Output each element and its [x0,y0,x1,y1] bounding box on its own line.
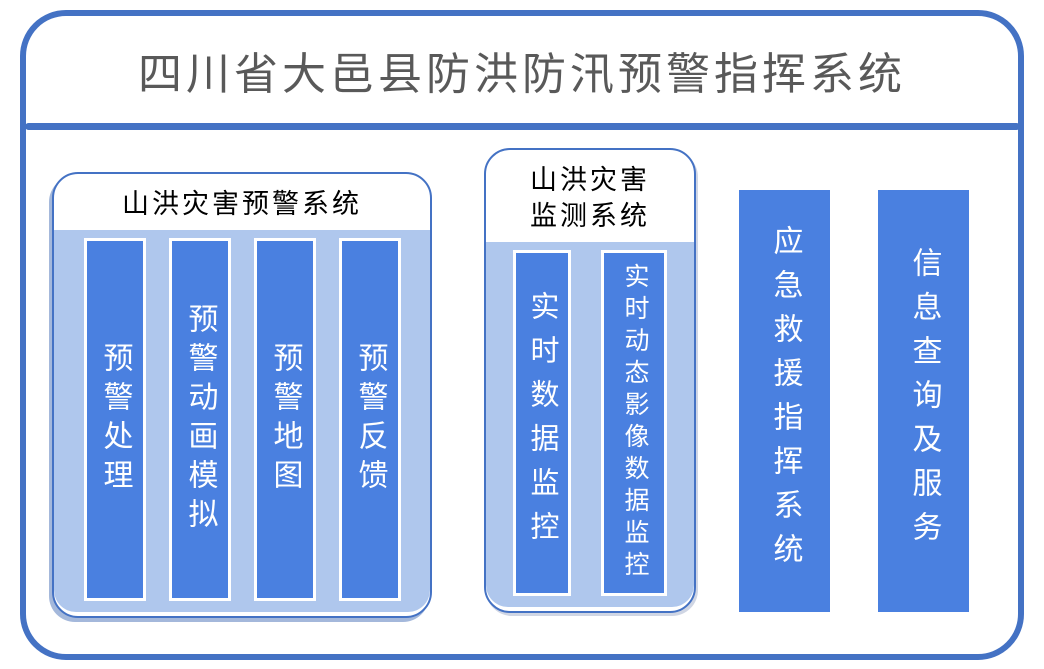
bar-realtime-dynamic-image-data-monitoring-label: 实时动态影像数据监控 [621,263,648,583]
bar-emergency-rescue-command-system-label: 应急救援指挥系统 [768,225,802,577]
panel-flood-warning-system: 山洪灾害预警系统 预警处理 预警动画模拟 预警地图 预警反馈 [52,172,432,618]
panel-flood-monitoring-title-line1: 山洪灾害 [530,165,650,195]
bar-warning-animation-simulation: 预警动画模拟 [168,238,231,601]
outer-frame [20,10,1024,660]
bar-warning-map: 预警地图 [253,238,316,601]
panel-flood-monitoring-system: 山洪灾害 监测系统 实时数据监控 实时动态影像数据监控 [484,148,696,613]
panel-flood-warning-title: 山洪灾害预警系统 [122,189,362,219]
bar-warning-processing-label: 预警处理 [98,341,132,498]
bar-realtime-dynamic-image-data-monitoring: 实时动态影像数据监控 [601,250,667,596]
panel-flood-monitoring-body: 实时数据监控 实时动态影像数据监控 [486,242,694,607]
panel-flood-warning-body: 预警处理 预警动画模拟 预警地图 预警反馈 [54,230,430,612]
bar-warning-feedback: 预警反馈 [338,238,401,601]
bar-warning-animation-simulation-label: 预警动画模拟 [183,302,217,537]
bar-information-query-and-service-label: 信息查询及服务 [907,247,941,555]
bar-warning-feedback-label: 预警反馈 [353,341,387,498]
diagram-title: 四川省大邑县防洪防汛预警指挥系统 [138,50,906,99]
panel-flood-monitoring-title: 山洪灾害 监测系统 [486,150,694,242]
bar-emergency-rescue-command-system: 应急救援指挥系统 [739,190,830,612]
bar-realtime-data-monitoring: 实时数据监控 [513,250,571,596]
bar-warning-map-label: 预警地图 [268,341,302,498]
bar-information-query-and-service: 信息查询及服务 [878,190,969,612]
title-separator-rule [25,123,1020,130]
panel-flood-monitoring-title-line2: 监测系统 [530,201,650,231]
bar-warning-processing: 预警处理 [83,238,146,601]
bar-realtime-data-monitoring-label: 实时数据监控 [526,291,558,555]
